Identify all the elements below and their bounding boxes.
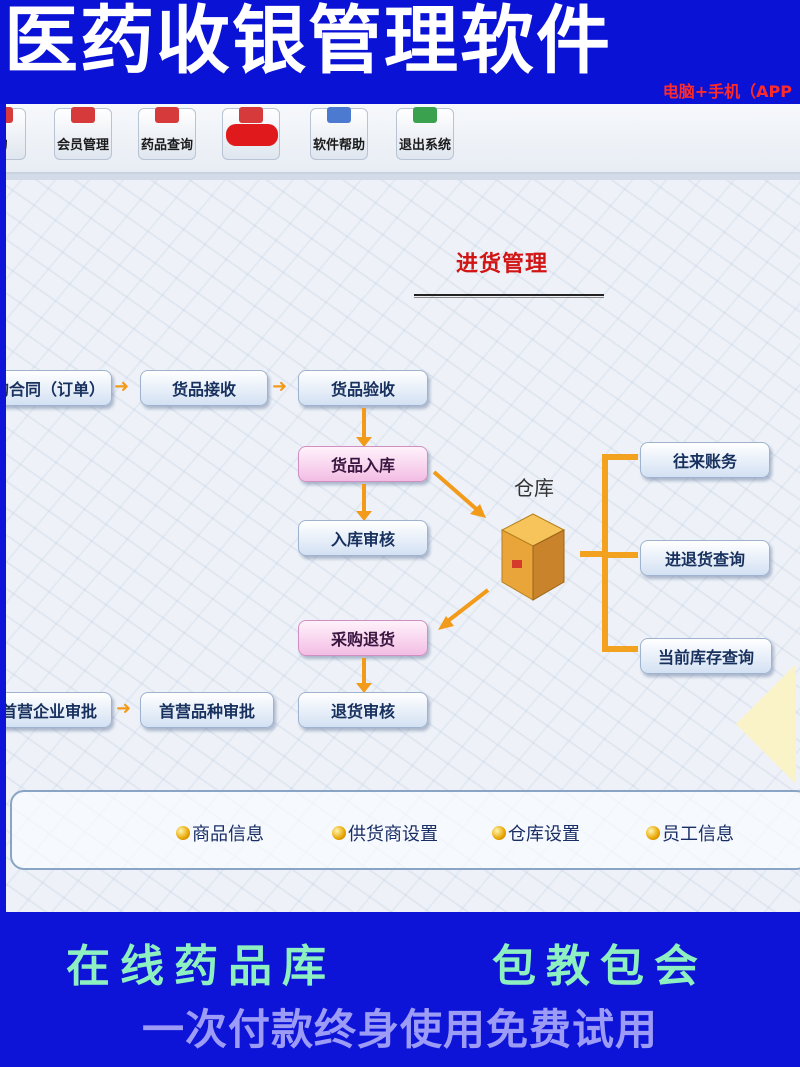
- link-label: 仓库设置: [508, 824, 580, 845]
- link-staff-info[interactable]: 员工信息: [646, 820, 734, 846]
- help-icon: [327, 107, 351, 123]
- bracket-line: [602, 454, 638, 460]
- arrow-down-icon: [356, 484, 372, 521]
- warehouse-arrows: [432, 470, 490, 630]
- toolbar-drug-query-button[interactable]: 药品查询: [138, 107, 196, 160]
- bracket-line: [602, 646, 638, 652]
- arrow-right-icon: ➜: [272, 376, 288, 397]
- footer-teach-guarantee: 包教包会: [492, 941, 708, 992]
- bullet-icon: [646, 826, 660, 840]
- bullet-icon: [492, 826, 506, 840]
- exit-icon: [413, 107, 437, 123]
- toolbar: 询 会员管理 药品查询 软件帮助 退出系统: [6, 104, 800, 174]
- arrow-right-icon: ➜: [116, 698, 132, 719]
- link-product-info[interactable]: 商品信息: [176, 820, 264, 846]
- first-enterprise-node[interactable]: 首营企业审批: [6, 692, 112, 728]
- banner-title: 医药收银管理软件: [4, 0, 612, 84]
- quick-links-panel: [10, 790, 800, 870]
- toolbar-label: 询: [6, 134, 8, 153]
- toolbar-member-button[interactable]: 会员管理: [54, 107, 112, 160]
- arrow-down-icon: [356, 658, 372, 693]
- link-supplier-settings[interactable]: 供货商设置: [332, 820, 438, 846]
- inspect-node[interactable]: 货品验收: [298, 370, 428, 406]
- link-label: 员工信息: [662, 824, 734, 845]
- warehouse-box-icon[interactable]: [498, 506, 568, 606]
- accounts-node[interactable]: 往来账务: [640, 442, 770, 478]
- toolbar-help-button[interactable]: 软件帮助: [310, 107, 368, 160]
- arrow-right-icon: ➜: [114, 376, 130, 397]
- first-variety-node[interactable]: 首营品种审批: [140, 692, 274, 728]
- banner-subtitle: 电脑+手机（APP: [662, 82, 792, 101]
- toolbar-query-button[interactable]: 询: [6, 107, 26, 160]
- purchase-return-node[interactable]: 采购退货: [298, 620, 428, 656]
- nav-arrow-icon[interactable]: [736, 664, 796, 784]
- toolbar-exit-button[interactable]: 退出系统: [396, 107, 454, 160]
- bullet-icon: [176, 826, 190, 840]
- bullet-icon: [332, 826, 346, 840]
- warehouse-label: 仓库: [514, 476, 554, 500]
- stock-in-audit-node[interactable]: 入库审核: [298, 520, 428, 556]
- software-window: 询 会员管理 药品查询 软件帮助 退出系统 进货管理 购合同（订单） ➜ 货品接…: [6, 104, 800, 912]
- top-banner: 医药收银管理软件 电脑+手机（APP: [0, 0, 800, 104]
- bracket-line: [580, 551, 608, 557]
- stock-in-node[interactable]: 货品入库: [298, 446, 428, 482]
- redaction-mark: [226, 124, 278, 146]
- return-query-node[interactable]: 进退货查询: [640, 540, 770, 576]
- section-underline: [414, 294, 604, 298]
- link-warehouse-settings[interactable]: 仓库设置: [492, 820, 580, 846]
- footer-payment-slogan: 一次付款终身使用免费试用: [141, 1005, 658, 1054]
- footer-online-library: 在线药品库: [66, 941, 336, 992]
- toolbar-divider: [6, 174, 800, 180]
- receive-node[interactable]: 货品接收: [140, 370, 268, 406]
- link-label: 供货商设置: [348, 824, 438, 845]
- query-icon: [6, 107, 13, 123]
- toolbar-label: 药品查询: [140, 138, 193, 153]
- redacted-icon: [239, 107, 263, 123]
- contract-node[interactable]: 购合同（订单）: [6, 370, 112, 406]
- link-label: 商品信息: [192, 824, 264, 845]
- return-audit-node[interactable]: 退货审核: [298, 692, 428, 728]
- toolbar-label: 软件帮助: [312, 138, 365, 153]
- arrow-down-icon: [356, 408, 372, 447]
- bracket-line: [602, 552, 638, 558]
- drug-query-icon: [155, 107, 179, 123]
- section-title: 进货管理: [456, 252, 549, 277]
- toolbar-label: 退出系统: [398, 138, 451, 153]
- toolbar-label: 会员管理: [56, 138, 109, 153]
- member-icon: [71, 107, 95, 123]
